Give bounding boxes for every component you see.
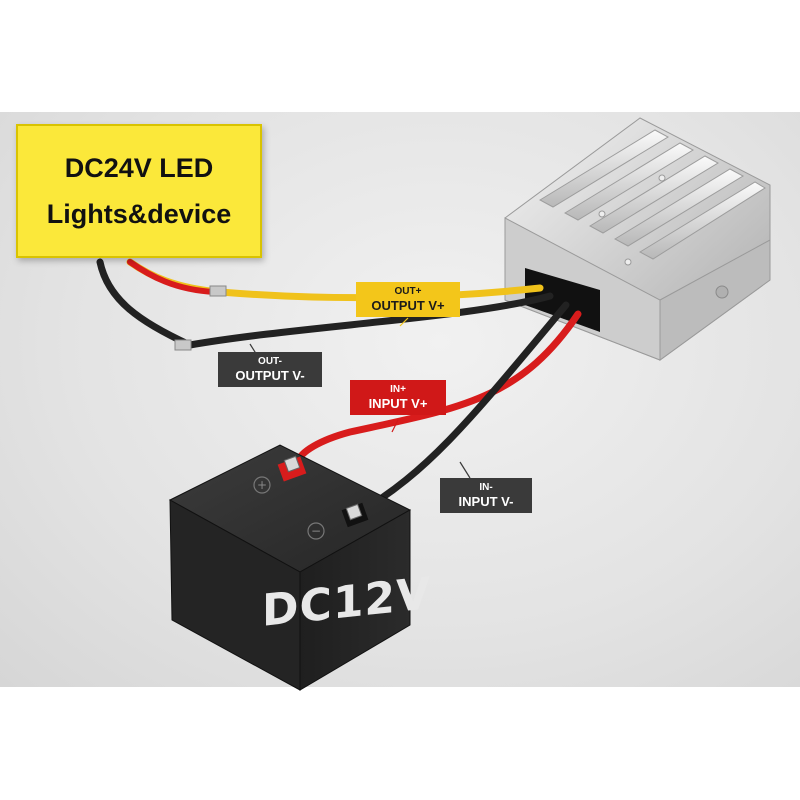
heatsink-fins [538,129,766,260]
battery-12v [168,444,412,691]
led-device-label: DC24V LED Lights&device [16,124,262,258]
tag-input-positive: IN+ INPUT V+ [350,380,446,415]
wires [96,258,582,516]
converter-module [504,117,771,361]
minus-icon [307,522,325,540]
device-label-line1: DC24V LED [64,153,214,183]
tag-input-negative: IN- INPUT V- [440,478,532,513]
wire-input-negative [356,301,570,516]
wire-input-positive [294,310,582,466]
wire-joint [209,285,227,297]
tag-output-positive-long: OUTPUT V+ [371,298,445,313]
device-label-line2: Lights&device [46,199,232,229]
tag-output-negative-short: OUT- [258,356,282,367]
tag-input-negative-short: IN- [479,482,493,493]
tag-output-positive: OUT+ OUTPUT V+ [356,282,460,317]
plus-symbol: + [257,478,267,492]
tag-input-negative-long: INPUT V- [458,494,514,509]
tag-input-positive-short: IN+ [390,384,406,395]
tag-output-positive-short: OUT+ [394,286,422,297]
minus-symbol: − [311,524,321,538]
tag-output-negative-long: OUTPUT V- [235,368,305,383]
wire-joint [174,339,192,351]
wire-output-negative [96,258,554,349]
tag-input-positive-long: INPUT V+ [368,396,428,411]
cable-grommet [525,268,600,332]
tag-output-negative: OUT- OUTPUT V- [218,352,322,387]
plus-icon [253,476,271,494]
